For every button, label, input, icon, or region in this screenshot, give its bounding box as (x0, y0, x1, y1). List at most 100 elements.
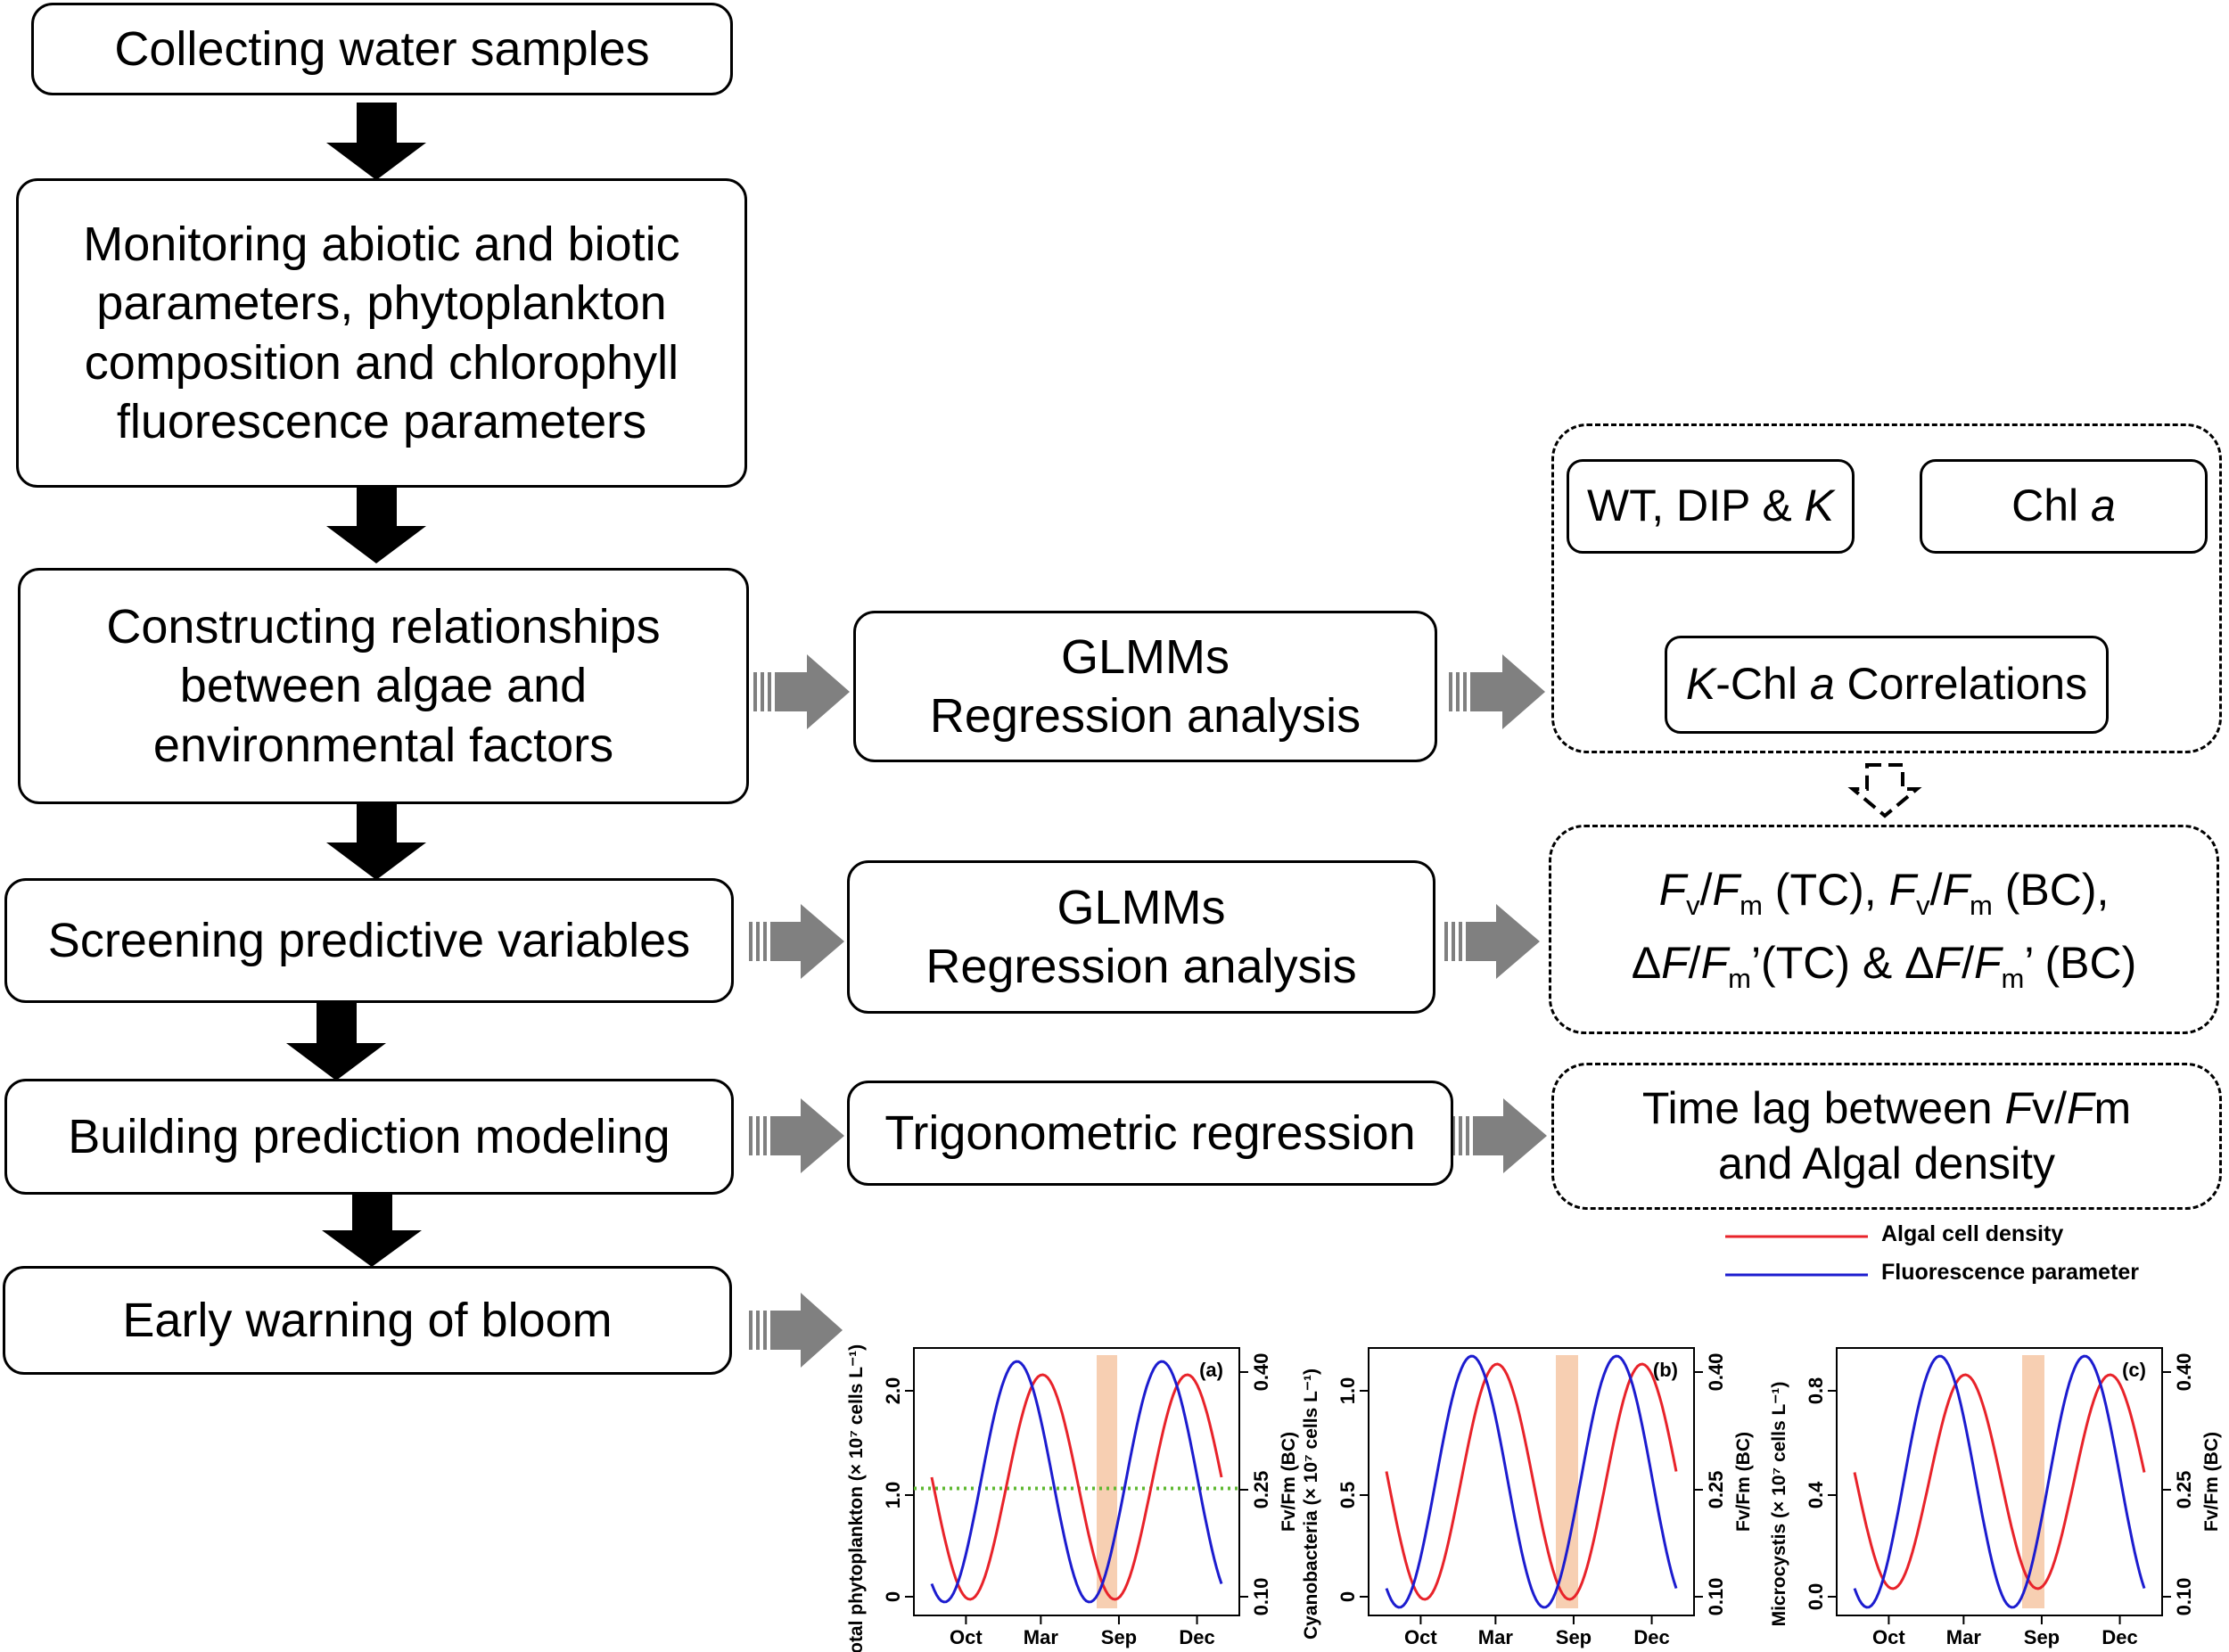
series-fluorescence (930, 1360, 1223, 1604)
fv-f-2: F (1888, 865, 1917, 916)
step-collecting-samples-label: Collecting water samples (114, 21, 650, 76)
result-corr-k: K (1685, 659, 1716, 710)
y-axis-label-right: Fv/Fm (BC) (1279, 1432, 1299, 1532)
series-algal-density (1385, 1362, 1678, 1601)
right-tick-label: 0.10 (1250, 1578, 1272, 1616)
result-chl-a-text: Chl a (2011, 479, 2116, 534)
series-algal-density (930, 1373, 1223, 1601)
delta-symbol: Δ (1631, 937, 1662, 988)
method-trigonometric: Trigonometric regression (847, 1081, 1453, 1186)
result-time-lag: Time lag between Fv/Fm and Algal density (1551, 1063, 2222, 1210)
dfm-prime-2: ’ (2024, 937, 2033, 988)
highlight-band (1556, 1355, 1578, 1608)
result-wt-dip-label: WT, DIP & (1587, 481, 1805, 531)
step-constructing-line-2: between algae and (179, 659, 588, 713)
step-monitoring-line-2: parameters, phytoplankton (96, 276, 667, 331)
x-tick-label: Dec (1179, 1626, 1214, 1648)
panel-label: (a) (1199, 1359, 1223, 1381)
down-arrow-5 (322, 1195, 422, 1267)
result-chl-a: Chl a (1920, 459, 2208, 554)
highlight-band (2022, 1355, 2044, 1608)
x-tick-label: Mar (1024, 1626, 1059, 1648)
y-axis-label-right: Fv/Fm (BC) (2201, 1432, 2222, 1532)
right-arrow-5 (749, 1098, 844, 1173)
dfm-tc: (TC) & (1761, 937, 1905, 988)
result-chl-a-symbol: a (2091, 481, 2116, 531)
plot-frame (913, 1347, 1240, 1616)
fm-sub-2: m (1970, 890, 1993, 922)
method-glmm-1-line-1: GLMMs (1061, 629, 1230, 684)
result-time-lag-line-1: Time lag between Fv/Fm (1642, 1081, 2131, 1137)
chart-panel-1: 01.02.00.100.250.40OctMarSepDec201320142… (846, 1344, 1299, 1652)
step-collecting-samples: Collecting water samples (31, 3, 733, 95)
left-tick-label: 1.0 (1337, 1377, 1359, 1405)
left-tick-label: 1.0 (882, 1482, 904, 1509)
step-screening-label: Screening predictive variables (47, 913, 691, 967)
fm-f: F (1712, 865, 1740, 916)
fvfm-tc: (TC), (1762, 865, 1889, 916)
result-time-lag-line-2: and Algal density (1717, 1138, 2056, 1188)
x-tick-label: Dec (1633, 1626, 1669, 1648)
step-building-model: Building prediction modeling (4, 1079, 734, 1195)
result-fluorescence-line-1: Fv/Fm (TC), Fv/Fm (BC), (1659, 863, 2110, 923)
dashed-down-arrow (1847, 763, 1922, 818)
step-early-warning-label: Early warning of bloom (122, 1293, 613, 1347)
right-arrow-7 (749, 1293, 843, 1368)
time-lag-m: m (2093, 1083, 2132, 1133)
result-fluorescence-line-2: ΔF/Fm’(TC) & ΔF/Fm’ (BC) (1632, 936, 2137, 996)
dfm-sub-2: m (2001, 962, 2025, 994)
result-fluorescence-variables: Fv/Fm (TC), Fv/Fm (BC), ΔF/Fm’(TC) & ΔF/… (1549, 825, 2219, 1034)
time-lag-fv-f: F (2004, 1083, 2033, 1133)
x-tick-label: Dec (2102, 1626, 2137, 1648)
fm-sub: m (1740, 890, 1763, 922)
step-early-warning: Early warning of bloom (3, 1266, 732, 1375)
y-axis-label: Microcystis (× 10⁷ cells L⁻¹) (1769, 1382, 1789, 1627)
x-tick-label: Oct (1872, 1626, 1905, 1648)
result-corr-chl: -Chl (1715, 659, 1810, 710)
left-tick-label: 0 (882, 1591, 904, 1602)
df-slash-2: / (1962, 937, 1974, 988)
legend-label-algal: Algal cell density (1881, 1221, 2064, 1246)
left-tick-label: 0.0 (1805, 1583, 1827, 1611)
down-arrow-3 (326, 802, 426, 880)
dfm-f-2: F (1974, 937, 2002, 988)
dfm-prime: ’ (1750, 937, 1762, 988)
left-tick-label: 0.8 (1805, 1377, 1827, 1405)
y-axis-label: Cyanobacteria (× 10⁷ cells L⁻¹) (1301, 1368, 1321, 1640)
x-tick-label: Mar (1946, 1626, 1982, 1648)
x-tick-label: Sep (2024, 1626, 2060, 1648)
panel-label: (c) (2122, 1359, 2146, 1381)
left-tick-label: 0 (1337, 1591, 1359, 1602)
x-tick-label: Oct (1404, 1626, 1437, 1648)
plot-frame (1836, 1347, 2163, 1616)
plot-frame (1368, 1347, 1695, 1616)
method-glmm-2: GLMMs Regression analysis (847, 860, 1435, 1014)
right-arrow-1 (753, 654, 850, 729)
series-fluorescence (1853, 1354, 2146, 1609)
result-chl-label: Chl (2011, 481, 2092, 531)
fv-sub-2: v (1916, 890, 1930, 922)
fm-f-2: F (1942, 865, 1970, 916)
right-tick-label: 0.25 (1705, 1471, 1727, 1509)
right-arrow-3 (749, 904, 844, 979)
step-constructing-relationships: Constructing relationships between algae… (18, 568, 749, 804)
down-arrows (286, 103, 426, 1267)
legend-label-fluorescence: Fluorescence parameter (1881, 1260, 2140, 1285)
time-lag-text: Time lag between (1641, 1083, 2005, 1133)
panel-label: (b) (1653, 1359, 1678, 1381)
method-trigonometric-label: Trigonometric regression (884, 1105, 1416, 1160)
right-arrows (749, 654, 1547, 1368)
time-lag-v-slash: v/ (2032, 1083, 2067, 1133)
method-glmm-1: GLMMs Regression analysis (853, 611, 1437, 762)
result-k-symbol: K (1804, 481, 1834, 531)
result-corr-label: Correlations (1834, 659, 2088, 710)
chart-panel-3: 0.00.40.80.100.250.40OctMarSepDec2013201… (1769, 1347, 2222, 1648)
down-arrow-2 (326, 486, 426, 563)
step-screening-variables: Screening predictive variables (4, 878, 734, 1003)
x-tick-label: Sep (1101, 1626, 1137, 1648)
method-glmm-2-line-2: Regression analysis (925, 940, 1357, 993)
time-lag-fm-f: F (2066, 1083, 2094, 1133)
y-axis-label: Total phytoplankton (× 10⁷ cells L⁻¹) (846, 1344, 867, 1652)
df-slash: / (1688, 937, 1701, 988)
result-k-chl-text: K-Chl a Correlations (1686, 657, 2087, 712)
